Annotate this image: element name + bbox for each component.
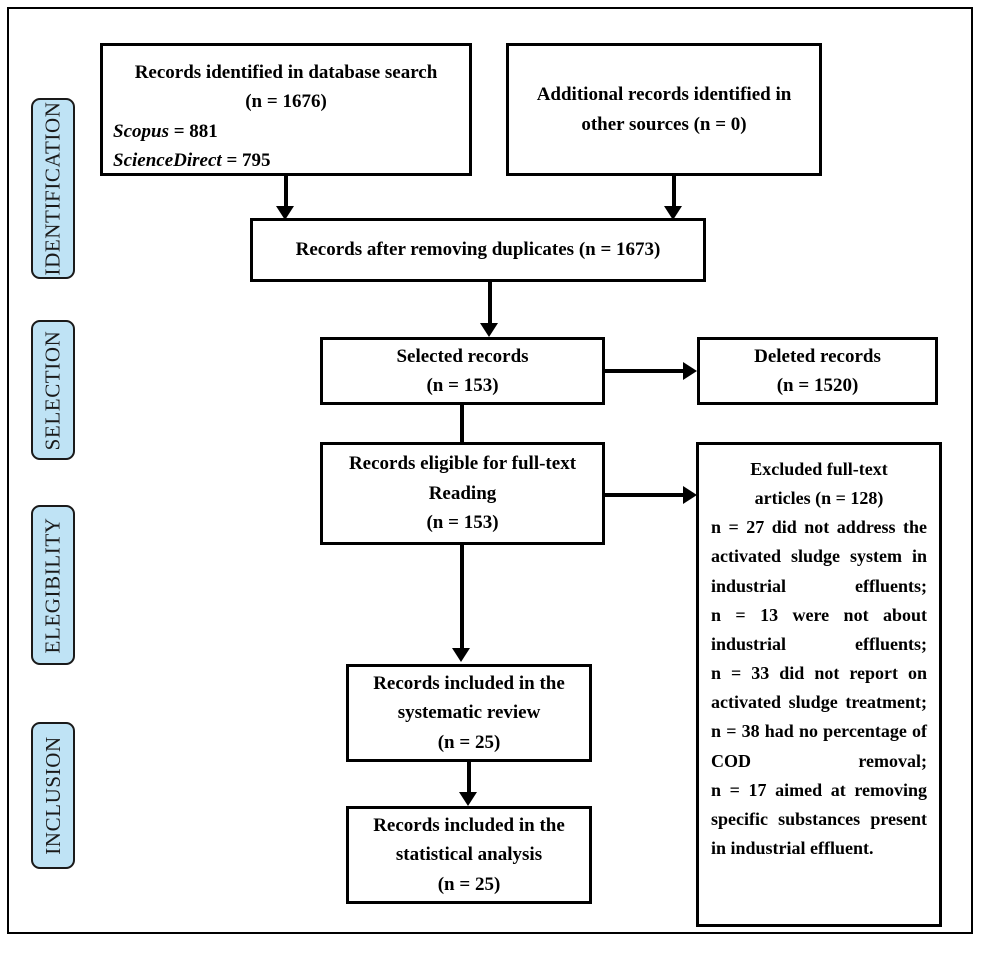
excluded-fulltext-head2: articles (n = 128) — [754, 488, 884, 509]
arrowhead-selected-to-deleted — [683, 362, 697, 380]
arrowhead-additional-to-duplicates — [664, 206, 682, 220]
connector-database-to-duplicates — [284, 176, 288, 214]
excluded-reason-2: n = 13 were not about industrial effluen… — [711, 604, 927, 654]
box-eligible-fulltext: Records eligible for full-text Reading (… — [320, 442, 605, 545]
eligible-fulltext-line3: (n = 153) — [426, 512, 499, 534]
database-search-source-scopus: Scopus = 881 — [113, 117, 459, 146]
stage-label-identification: IDENTIFICATION — [31, 98, 75, 279]
arrowhead-eligible-to-included-review — [452, 648, 470, 662]
box-included-systematic-review: Records included in the systematic revie… — [346, 664, 592, 762]
stage-label-selection: SELECTION — [31, 320, 75, 460]
source-name-scopus: Scopus — [113, 120, 169, 142]
stage-label-elegibility-text: ELEGIBILITY — [40, 516, 65, 654]
additional-records-line1: Additional records identified in — [536, 84, 792, 106]
box-excluded-fulltext: Excluded full-text articles (n = 128) n … — [696, 442, 942, 927]
arrowhead-review-to-statistical — [459, 792, 477, 806]
included-statistical-line3: (n = 25) — [437, 873, 501, 895]
excluded-reason-5: n = 17 aimed at removing specific substa… — [711, 779, 927, 859]
box-selected-records: Selected records (n = 153) — [320, 337, 605, 405]
box-records-after-duplicates: Records after removing duplicates (n = 1… — [250, 218, 706, 282]
eligible-fulltext-line1: Records eligible for full-text — [348, 453, 577, 475]
stage-label-inclusion: INCLUSION — [31, 722, 75, 869]
connector-eligible-to-excluded — [605, 493, 685, 497]
box-records-identified-database-search: Records identified in database search (n… — [100, 43, 472, 176]
arrowhead-duplicates-to-selected — [480, 323, 498, 337]
excluded-fulltext-head1: Excluded full-text — [750, 459, 888, 479]
stage-label-selection-text: SELECTION — [40, 330, 65, 450]
connector-selected-to-deleted — [605, 369, 685, 373]
stage-label-inclusion-text: INCLUSION — [40, 736, 65, 855]
box-deleted-records: Deleted records (n = 1520) — [697, 337, 938, 405]
included-review-line1: Records included in the — [373, 672, 565, 694]
page-frame — [7, 7, 973, 934]
source-value-scopus: = 881 — [173, 120, 218, 142]
box-additional-records: Additional records identified in other s… — [506, 43, 822, 176]
connector-additional-to-duplicates — [672, 176, 676, 214]
connector-duplicates-to-selected — [488, 282, 492, 325]
database-search-source-sciencedirect: ScienceDirect = 795 — [113, 146, 459, 175]
eligible-fulltext-line2: Reading — [428, 482, 497, 504]
included-review-line3: (n = 25) — [437, 731, 501, 753]
arrowhead-eligible-to-excluded — [683, 486, 697, 504]
excluded-reason-3: n = 33 did not report on activated sludg… — [711, 663, 927, 713]
source-value-sciencedirect: = 795 — [226, 150, 271, 172]
connector-selected-to-eligible — [460, 405, 464, 442]
arrowhead-database-to-duplicates — [276, 206, 294, 220]
included-statistical-line1: Records included in the — [373, 814, 565, 836]
included-review-line2: systematic review — [397, 702, 541, 724]
included-statistical-line2: statistical analysis — [395, 844, 543, 866]
excluded-reason-1: n = 27 did not address the activated slu… — [711, 517, 927, 596]
selected-records-line1: Selected records — [396, 345, 529, 367]
deleted-records-line1: Deleted records — [754, 345, 881, 367]
connector-eligible-to-included-review — [460, 545, 464, 650]
deleted-records-line2: (n = 1520) — [776, 375, 859, 396]
database-search-count: (n = 1676) — [245, 91, 327, 113]
source-name-sciencedirect: ScienceDirect — [113, 150, 222, 172]
box-included-statistical-analysis: Records included in the statistical anal… — [346, 806, 592, 904]
stage-label-elegibility: ELEGIBILITY — [31, 505, 75, 665]
connector-review-to-statistical — [467, 762, 471, 800]
selected-records-line2: (n = 153) — [426, 375, 499, 396]
after-duplicates-line1: Records after removing duplicates (n = 1… — [295, 239, 661, 261]
stage-label-identification-text: IDENTIFICATION — [40, 101, 65, 276]
database-search-title: Records identified in database search — [134, 62, 438, 83]
additional-records-line2: other sources (n = 0) — [581, 113, 747, 135]
excluded-reason-4: n = 38 had no percentage of COD removal; — [711, 721, 927, 771]
